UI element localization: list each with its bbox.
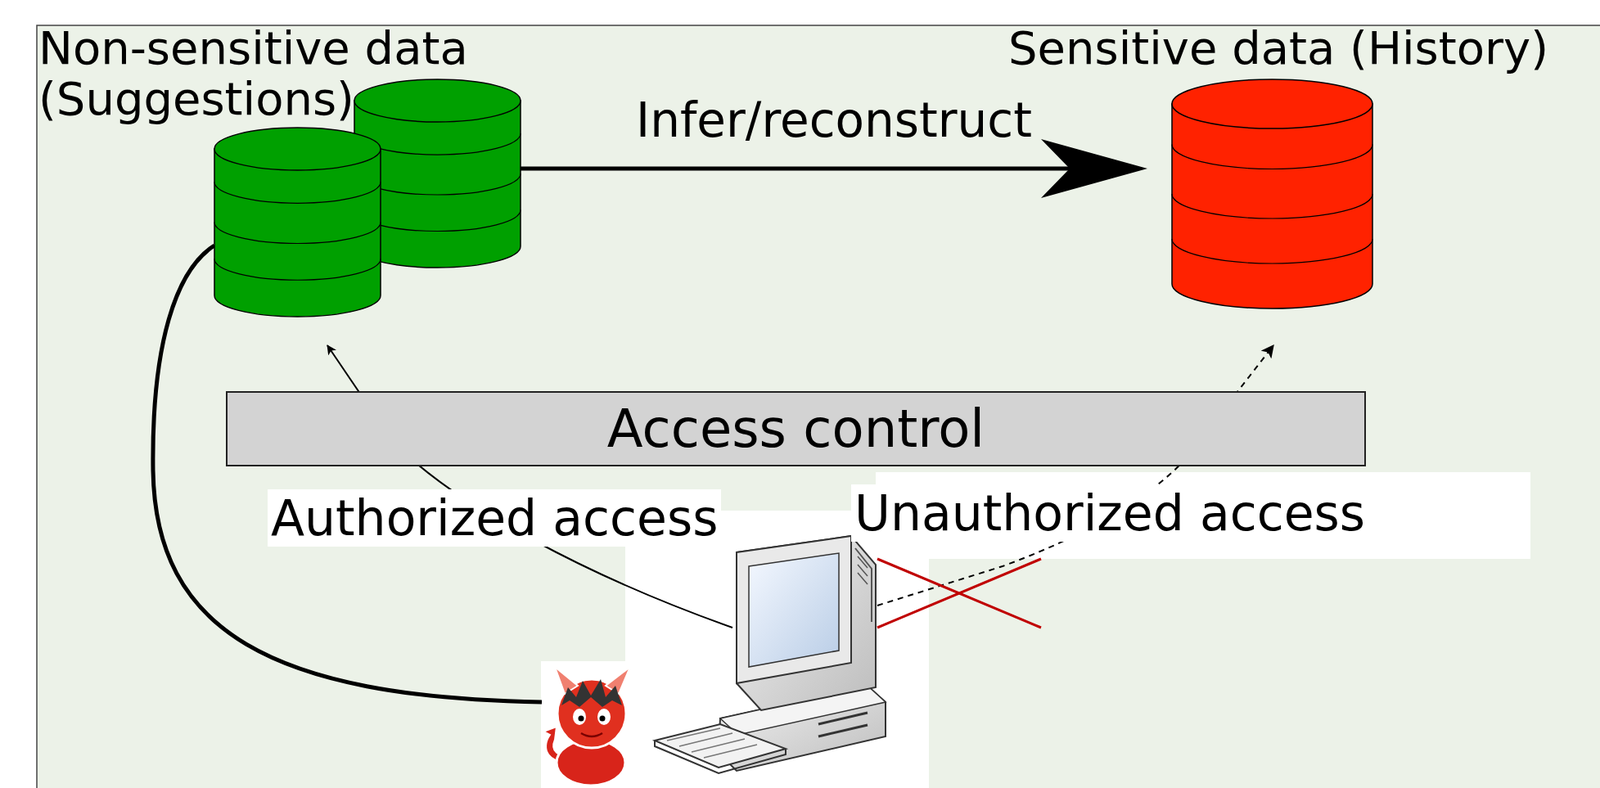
access-control-band: Access control (225, 391, 1366, 467)
computer-icon (818, 725, 868, 737)
authorized-access-arrow (327, 345, 733, 628)
attacker-icon (554, 667, 578, 695)
edge-label: Infer/reconstruct (635, 93, 1033, 148)
blocked-cross (877, 558, 1042, 628)
computer-icon (654, 724, 786, 768)
cylinder-band (1171, 193, 1373, 219)
attacker-icon (599, 716, 606, 722)
authorized-access-arrow (327, 345, 733, 628)
connector-line (520, 166, 1070, 172)
cylinder-body (1171, 103, 1373, 309)
attacker-icon (605, 667, 631, 695)
attacker-access-curve (153, 245, 542, 703)
computer-icon (736, 536, 876, 711)
attacker-icon (597, 708, 611, 726)
cylinder-band (214, 222, 381, 244)
computer-icon (748, 553, 839, 668)
background-frame (36, 25, 1600, 788)
computer-icon (857, 556, 868, 585)
band-label: Access control (607, 397, 985, 460)
computer-icon (818, 712, 868, 725)
attacker-icon (561, 679, 622, 708)
cylinder-top (354, 79, 521, 122)
database-label: Non-sensitive data (Suggestions) (38, 22, 497, 125)
cylinder (214, 127, 381, 317)
access-label: Unauthorized access (851, 484, 1369, 542)
attacker-icon (572, 708, 586, 726)
inference-arrow (520, 139, 1148, 199)
attacker-icon (581, 733, 603, 737)
computer-icon (855, 548, 872, 622)
attacker-icon (557, 679, 627, 749)
arrow-head (1041, 139, 1148, 199)
computer-icon (654, 740, 786, 774)
cylinder-band (1171, 144, 1373, 170)
cylinder (1171, 79, 1373, 309)
computer-icon (654, 536, 886, 774)
background-frame (36, 25, 1600, 788)
cylinder-band (214, 258, 381, 280)
computer-icon (736, 536, 852, 684)
attacker-access-curve (153, 245, 542, 703)
cylinder-body (214, 148, 381, 317)
cylinder-top (214, 127, 381, 171)
blocked-cross (877, 558, 1042, 628)
computer-icon (667, 728, 758, 758)
database-cylinder: Non-sensitive data (Suggestions) (214, 79, 521, 317)
database-label: Sensitive data (History) (1008, 22, 1549, 74)
cylinder-top (1171, 79, 1373, 129)
attacker-icon (543, 667, 631, 786)
database-cylinder: Sensitive data (History) (1171, 79, 1373, 309)
cylinder-band (1171, 238, 1373, 264)
access-label: Authorized access (267, 489, 722, 547)
unauthorized-access-arrow (877, 345, 1274, 606)
cylinder-shape (1171, 79, 1373, 309)
unauthorized-access-arrow (877, 345, 1274, 606)
blocked-cross (877, 558, 1042, 628)
cylinder-band (214, 181, 381, 203)
white-patch (540, 661, 631, 788)
attacker-icon (578, 716, 585, 722)
